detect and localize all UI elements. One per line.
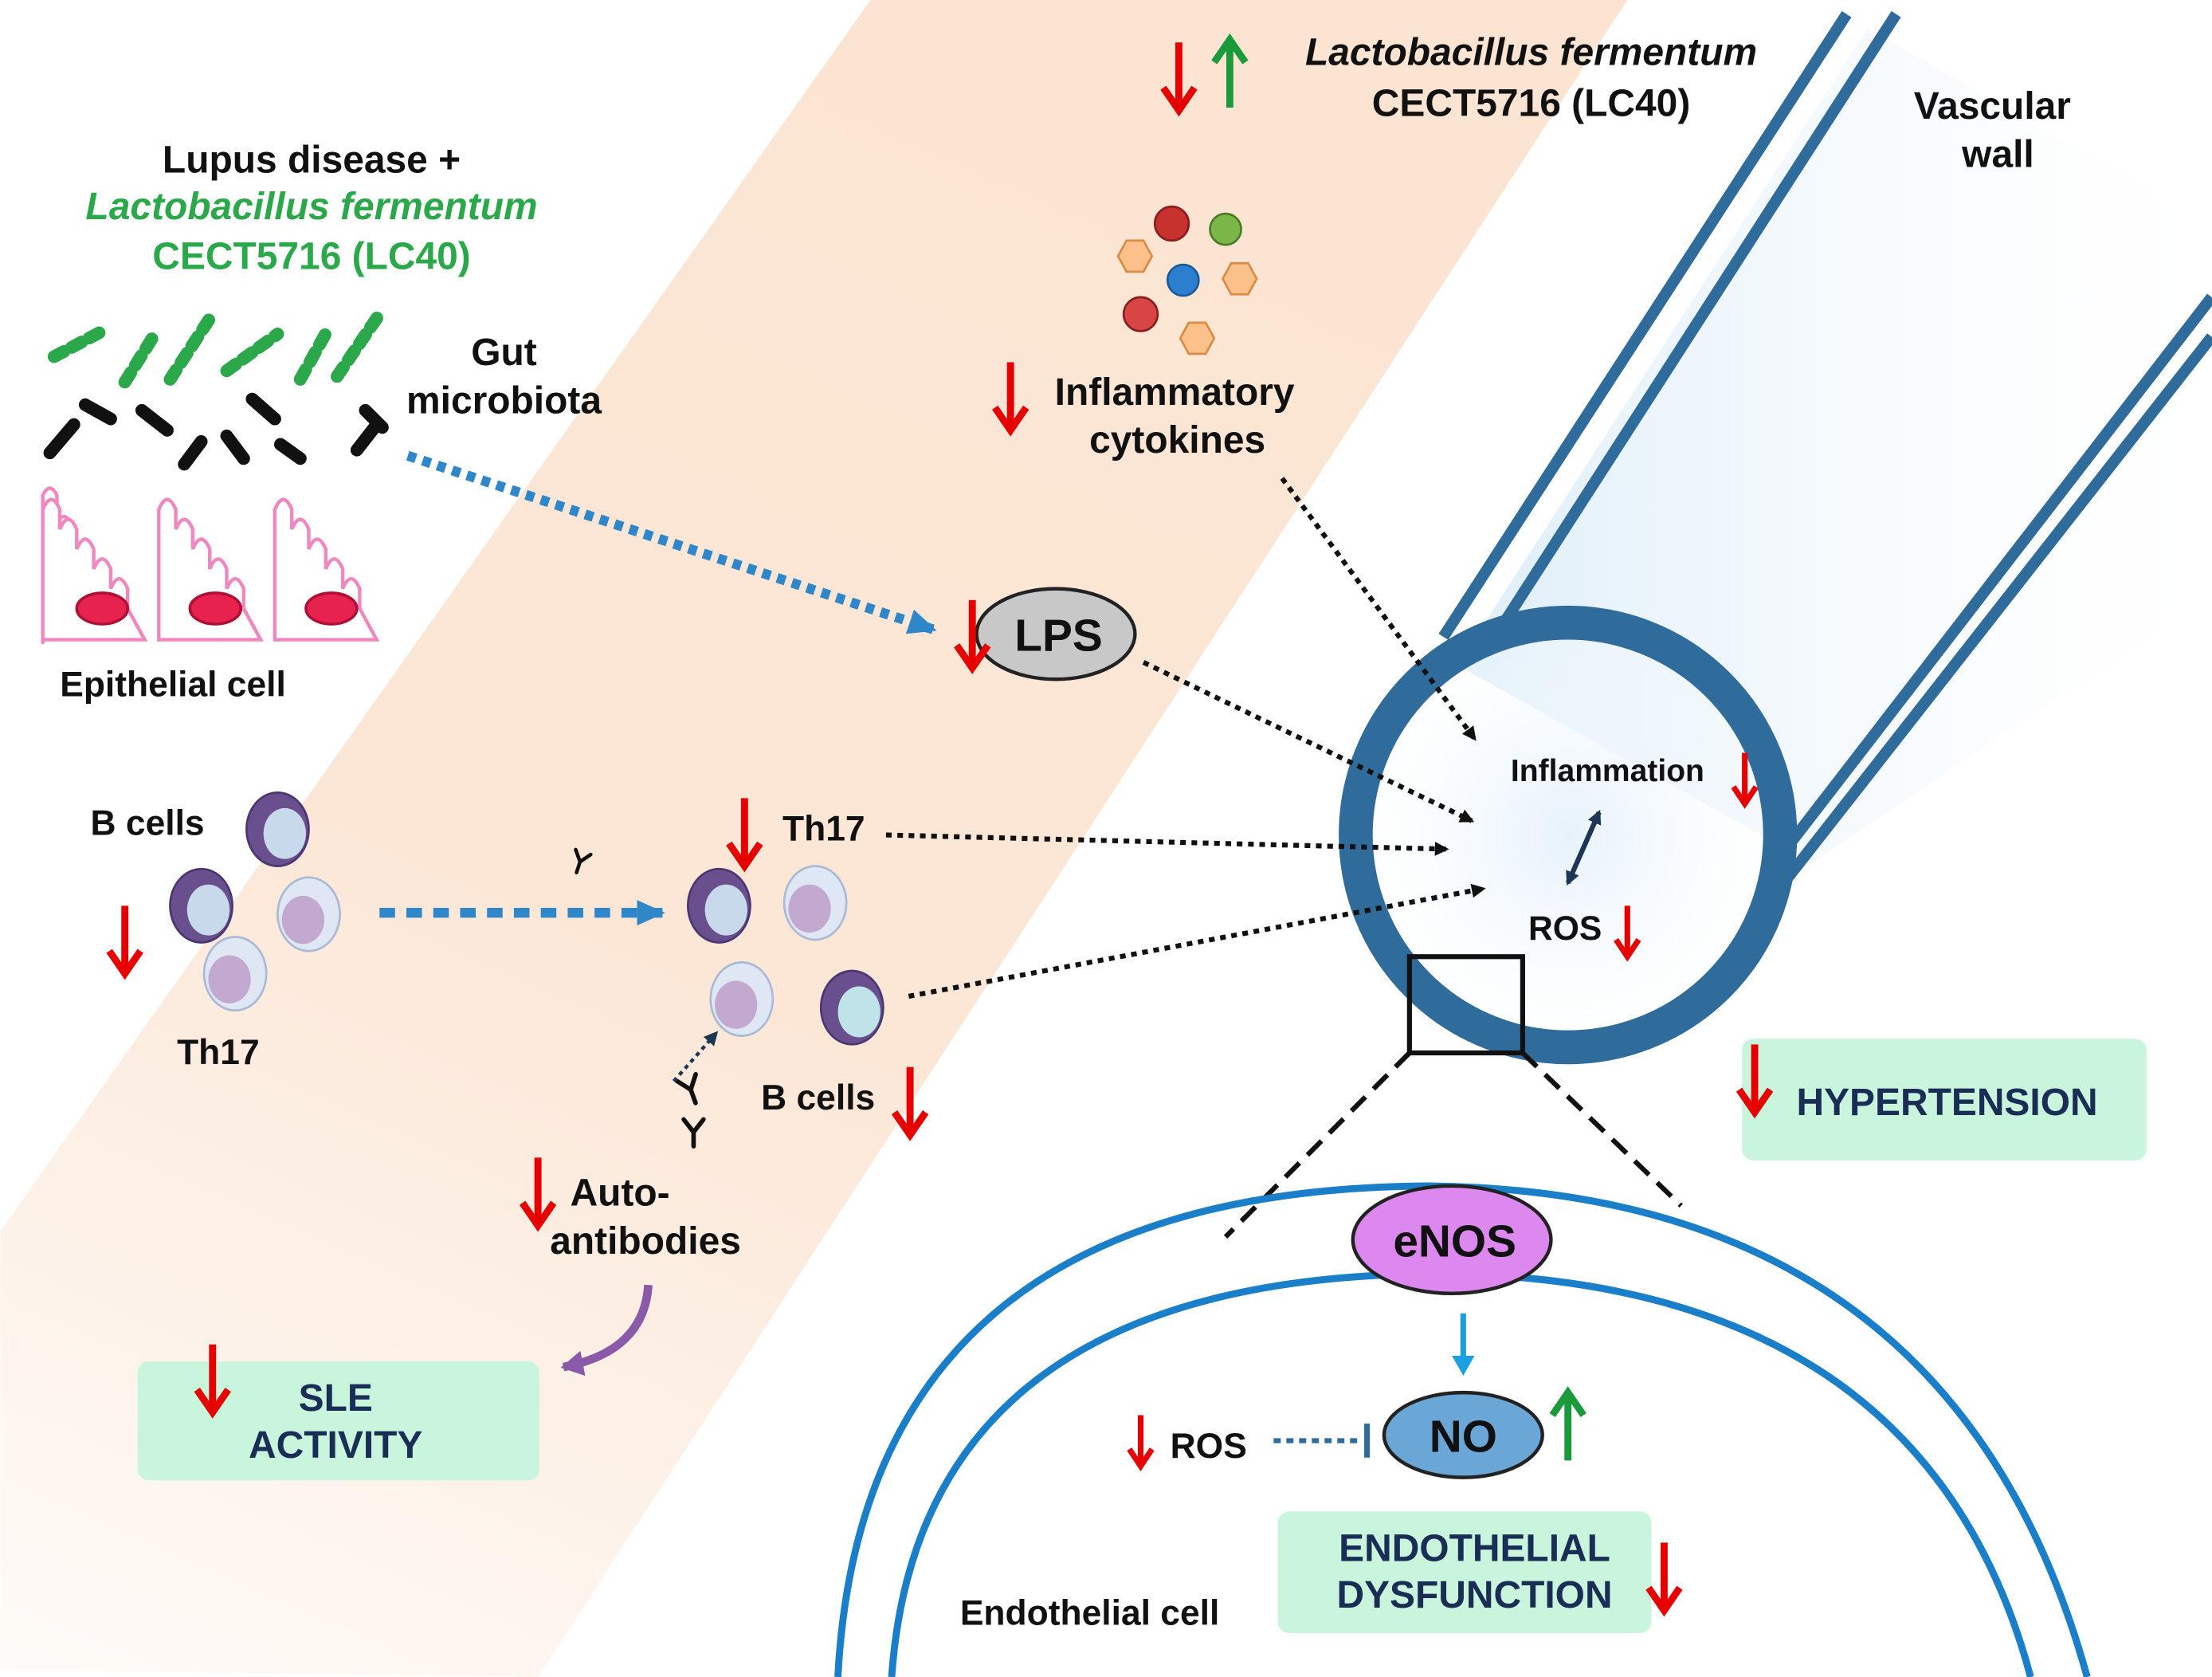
zoom-line-left [1223, 1051, 1412, 1239]
no-up-arrow [1552, 1392, 1583, 1460]
endo-ros-down-arrow [1129, 1416, 1151, 1467]
zoom-square [1406, 954, 1525, 1056]
sle-label-1: SLE [299, 1377, 373, 1420]
left-th17-cell-2 [202, 936, 268, 1012]
enos-label: eNOS [1393, 1217, 1516, 1267]
inflammation-label: Inflammation [1511, 754, 1704, 788]
epithelial-nuclei [75, 591, 359, 626]
gut-bacteria [43, 308, 389, 471]
endo-dysfunction-down-arrow [1649, 1542, 1680, 1610]
mid-b-cell-1 [687, 867, 751, 944]
left-b-cell-1 [245, 791, 310, 867]
enos-to-no-arrowhead [1452, 1355, 1475, 1376]
autoantibodies-label-1: Auto- [571, 1172, 670, 1215]
vascular-wall-label-2: wall [1961, 134, 2034, 176]
header-probiotic-strain: CECT5716 (LC40) [1372, 83, 1690, 125]
sle-curve-arrow [560, 1284, 653, 1377]
endo-dysfunction-label-1: ENDOTHELIAL [1339, 1527, 1610, 1569]
inflammation-ros-link [1565, 809, 1602, 886]
circulation-band [0, 0, 1628, 1677]
lps-label: LPS [1014, 611, 1102, 662]
cytokines-cluster [1116, 205, 1258, 355]
causal-arrows [885, 477, 1486, 1000]
endothelial-dysfunction-box [1277, 1511, 1652, 1633]
gut-title-3: CECT5716 (LC40) [152, 235, 470, 277]
no-label: NO [1430, 1412, 1497, 1463]
vessel-ros-label: ROS [1528, 909, 1602, 948]
gut-microbiota-label-2: microbiota [406, 379, 602, 422]
autoantibodies-label-2: antibodies [550, 1220, 741, 1263]
left-b-cell-2 [169, 867, 233, 944]
gut-title-1: Lupus disease + [163, 139, 461, 182]
gut-microbiota-label-1: Gut [471, 332, 537, 374]
enos-node [1351, 1184, 1553, 1296]
vessel-cross-section [1339, 605, 1798, 1065]
vascular-wall-label-1: Vascular [1914, 85, 2071, 128]
mid-th17-cell-1 [782, 865, 848, 941]
sle-label-2: ACTIVITY [249, 1424, 422, 1467]
hypertension-label: HYPERTENSION [1796, 1082, 2097, 1124]
zoom-line-right [1520, 1051, 1683, 1208]
gut-title-2: Lactobacillus fermentum [85, 186, 537, 228]
no-node [1382, 1390, 1544, 1479]
left-th17-cell-1 [276, 876, 341, 952]
hypertension-box [1742, 1039, 2147, 1161]
epithelial-cell-label: Epithelial cell [60, 666, 286, 705]
mid-b-cells-label: B cells [761, 1078, 875, 1117]
endo-ros-label: ROS [1171, 1427, 1247, 1466]
mid-b-cell-2 [819, 969, 884, 1046]
cytokines-label-1: Inflammatory [1055, 371, 1295, 414]
left-th17-label: Th17 [177, 1033, 260, 1072]
mid-th17-cell-2 [709, 961, 775, 1038]
sle-activity-box [137, 1361, 539, 1481]
header-probiotic-name: Lactobacillus fermentum [1305, 32, 1757, 74]
cytokines-label-2: cytokines [1089, 419, 1265, 461]
mid-th17-label: Th17 [782, 810, 865, 849]
endo-dysfunction-label-2: DYSFUNCTION [1336, 1574, 1612, 1616]
endothelial-cell-label: Endothelial cell [960, 1593, 1220, 1632]
antibodies [569, 850, 719, 1146]
left-b-cells-label: B cells [91, 804, 205, 843]
lps-node [975, 587, 1137, 681]
left-cells-down-arrow [109, 905, 140, 973]
